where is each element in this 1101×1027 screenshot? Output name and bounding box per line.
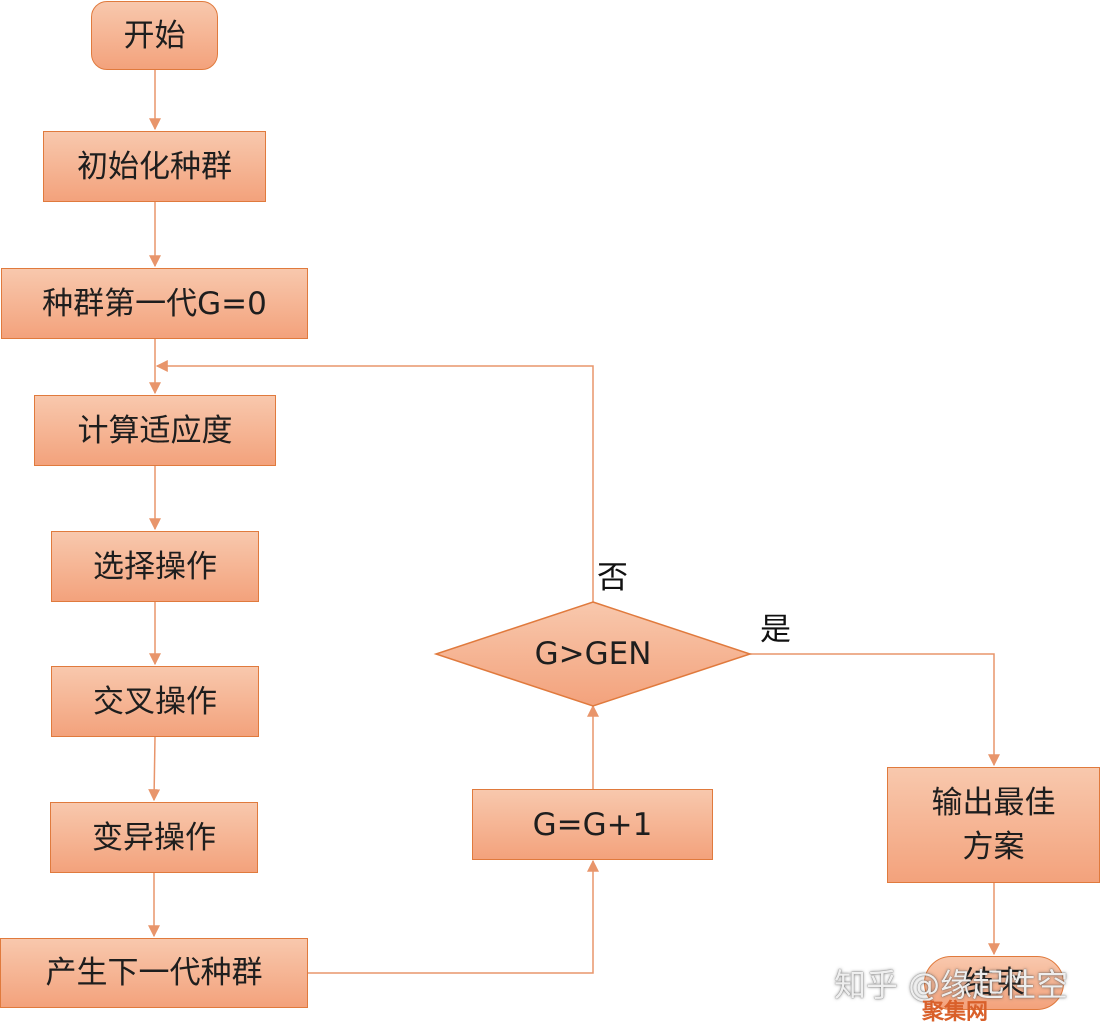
output-best-label-line2: 方案: [962, 829, 1025, 865]
increment-label: G=G+1: [532, 806, 653, 843]
start-node: 开始: [91, 1, 218, 70]
decision-diamond: [433, 601, 753, 707]
crossover-label: 交叉操作: [93, 683, 217, 720]
mutation-node: 变异操作: [50, 802, 258, 873]
selection-label: 选择操作: [93, 548, 217, 585]
edge-decision-no-loop: [155, 360, 594, 602]
init-population-label: 初始化种群: [77, 148, 232, 185]
mutation-label: 变异操作: [92, 819, 216, 856]
edge-decision-yes-output: [750, 653, 1000, 767]
end-label: 结束: [963, 965, 1025, 1001]
watermark-sub: 聚集网: [922, 1000, 989, 1025]
fitness-label: 计算适应度: [77, 412, 233, 449]
end-node: 结束: [924, 956, 1064, 1010]
fitness-node: 计算适应度: [34, 395, 276, 466]
edge-crossover-mutate: [148, 736, 161, 802]
decision-label: G>GEN: [534, 636, 652, 672]
start-label: 开始: [123, 17, 186, 54]
edge-nextgen-increment: [308, 859, 599, 974]
output-best-label-line1: 输出最佳: [931, 785, 1056, 821]
next-generation-label: 产生下一代种群: [45, 955, 263, 991]
crossover-node: 交叉操作: [51, 666, 259, 737]
increment-node: G=G+1: [472, 789, 713, 860]
first-generation-label: 种群第一代G=0: [42, 285, 267, 322]
edge-label-yes: 是: [760, 612, 791, 648]
edge-label-no: 否: [597, 560, 628, 596]
output-best-node: 输出最佳 方案: [887, 767, 1100, 883]
watermark-text: 知乎 @缘起性空: [834, 966, 1069, 1004]
next-generation-node: 产生下一代种群: [0, 938, 308, 1008]
init-population-node: 初始化种群: [43, 131, 266, 202]
selection-node: 选择操作: [51, 531, 259, 602]
first-generation-node: 种群第一代G=0: [1, 268, 308, 339]
